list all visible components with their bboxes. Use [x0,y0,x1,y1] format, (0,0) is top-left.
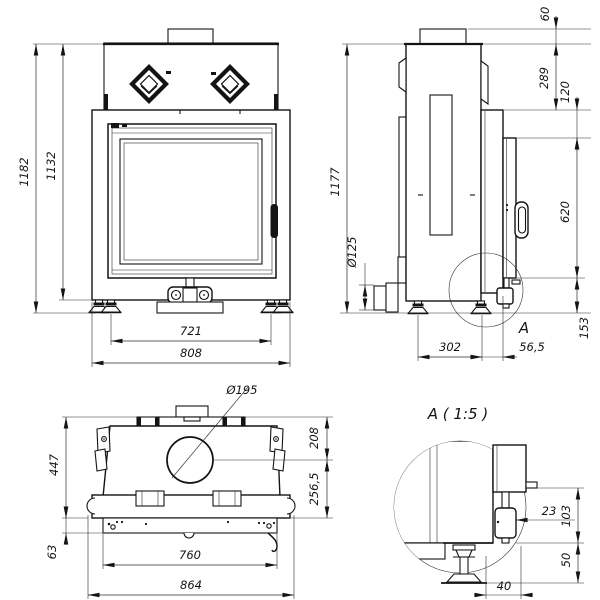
door-frame [107,123,277,279]
dim-front-feet-span: 721 [180,324,202,338]
detail-a-title: A ( 1:5 ) [427,405,488,423]
dim-detail-bracket-offset: 23 [542,504,557,518]
front-lip-top [102,517,278,534]
door-glass [119,138,263,265]
dim-side-total-height: 1177 [328,167,342,197]
dim-top-total-depth: 447 [47,453,61,476]
dim-detail-bracket-height: 103 [559,505,573,527]
dim-side-flue-stub-height: 60 [538,7,552,22]
dim-side-foot-spacing: 302 [439,340,461,354]
detail-foot-base [445,573,483,583]
front-panel-side [480,109,504,294]
bottom-bracket-side [496,287,514,305]
dim-top-rear-to-flue: 208 [307,427,321,449]
detail-front-panel [492,444,527,493]
dim-top-overall-width: 864 [180,578,202,592]
flue-stub-front [167,28,214,45]
dim-side-top-to-panel: 289 [537,67,551,89]
front-bar-top [91,494,291,519]
hood-front [103,42,279,111]
door-side [502,137,517,279]
dim-top-flue-diameter: Ø195 [225,383,257,397]
door-handle-front [270,204,278,238]
dim-side-front-offset: 56,5 [519,340,545,354]
detail-a-letter: A [518,319,529,337]
dim-top-front-lip: 63 [45,545,59,560]
dim-side-intake-diameter: Ø125 [345,236,359,268]
dim-top-inner-width: 760 [179,548,201,562]
detail-foot-nut [455,549,473,558]
dim-side-panel-to-door: 120 [558,81,572,103]
top-view: Ø195 447 63 760 864 208 256,5 [45,383,333,599]
dim-detail-bracket-width: 40 [497,579,512,593]
dim-front-overall-width: 808 [180,346,202,360]
dim-side-bottom-height: 153 [577,317,591,339]
front-view: 1182 1132 721 808 [17,28,295,367]
dim-front-total-height: 1182 [17,157,31,186]
air-intake-duct [385,282,399,313]
dim-side-door-height: 620 [558,201,572,223]
side-slot [429,94,453,236]
dim-detail-foot-height: 50 [559,553,573,568]
dim-top-flue-to-front: 256,5 [307,473,321,506]
flue-stub-top [175,405,209,418]
side-view: A 1177 60 289 120 620 153 Ø125 302 [328,7,591,361]
hinge-top [111,123,119,128]
detail-a-view: A ( 1:5 ) 103 50 23 [393,405,584,599]
ash-lip [156,301,224,314]
dim-front-body-height: 1132 [44,151,58,180]
detail-a-circle-marker [448,252,524,328]
flue-stub-side [419,28,467,45]
